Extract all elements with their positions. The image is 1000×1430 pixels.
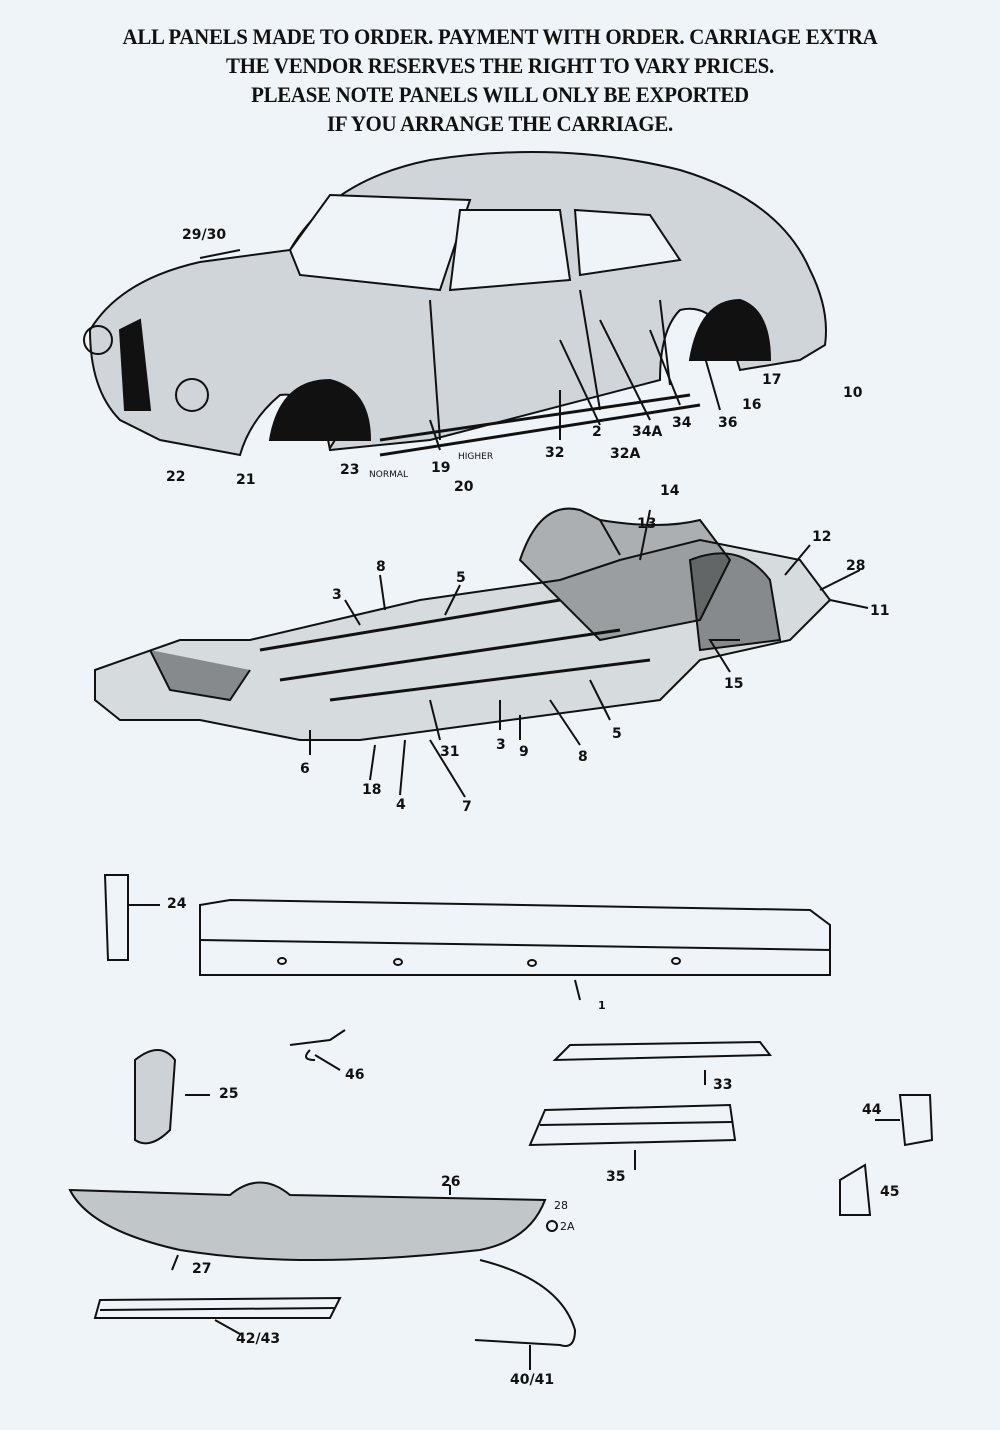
- part-label: 42/43: [236, 1331, 281, 1347]
- part-label: 21: [236, 472, 256, 488]
- part-label: 40/41: [510, 1372, 555, 1388]
- part-label: 15: [724, 676, 744, 692]
- part-label: 19: [431, 460, 451, 476]
- part-label: 9: [519, 744, 529, 760]
- part-label: 3: [496, 737, 506, 753]
- note-normal: NORMAL: [369, 470, 409, 480]
- part-label: 45: [880, 1184, 900, 1200]
- part-label: 4: [396, 797, 406, 813]
- notice-line: ALL PANELS MADE TO ORDER. PAYMENT WITH O…: [122, 24, 878, 49]
- part-label: 35: [606, 1169, 626, 1185]
- part-label: 14: [660, 483, 680, 499]
- part-label: 17: [762, 372, 782, 388]
- part-label: 23: [340, 462, 360, 478]
- part-label: 32A: [610, 446, 641, 462]
- part-label: 44: [862, 1102, 882, 1118]
- part-label: 22: [166, 469, 186, 485]
- part-label: 8: [376, 559, 386, 575]
- part-label: 2A: [560, 1220, 575, 1233]
- part-label: 18: [362, 782, 382, 798]
- part-label: 8: [578, 749, 588, 765]
- part-label: 2: [592, 424, 602, 440]
- part-label: 11: [870, 603, 890, 619]
- loose-panels-drawing: [68, 874, 934, 1370]
- notice-line: THE VENDOR RESERVES THE RIGHT TO VARY PR…: [226, 53, 774, 78]
- part-label: 29/30: [182, 227, 227, 243]
- part-label: 5: [456, 570, 466, 586]
- part-label: 32: [545, 445, 565, 461]
- part-label: 7: [462, 799, 472, 815]
- part-label: 12: [812, 529, 832, 545]
- part-label: 20: [454, 479, 474, 495]
- part-label: 36: [718, 415, 738, 431]
- car-body-drawing: [83, 151, 827, 457]
- part-label: 25: [219, 1086, 239, 1102]
- part-label: 31: [440, 744, 460, 760]
- part-label: 28: [554, 1199, 568, 1212]
- part-label: 34: [672, 415, 692, 431]
- part-label: 16: [742, 397, 762, 413]
- notice-line: PLEASE NOTE PANELS WILL ONLY BE EXPORTED: [251, 82, 749, 107]
- part-label: 28: [846, 558, 866, 574]
- part-label: 1: [598, 999, 606, 1012]
- note-higher: HIGHER: [458, 452, 494, 462]
- part-label: 6: [300, 761, 310, 777]
- part-label: 46: [345, 1067, 365, 1083]
- chassis-floor-drawing: [94, 507, 869, 798]
- notice-line: IF YOU ARRANGE THE CARRIAGE.: [326, 111, 674, 136]
- part-label: 34A: [632, 424, 663, 440]
- part-label: 13: [637, 516, 657, 532]
- part-label: 3: [332, 587, 342, 603]
- part-label: 24: [167, 896, 187, 912]
- part-label: 5: [612, 726, 622, 742]
- part-label: 33: [713, 1077, 733, 1093]
- part-label: 10: [843, 385, 863, 401]
- part-label: 26: [441, 1174, 461, 1190]
- part-label: 27: [192, 1261, 212, 1277]
